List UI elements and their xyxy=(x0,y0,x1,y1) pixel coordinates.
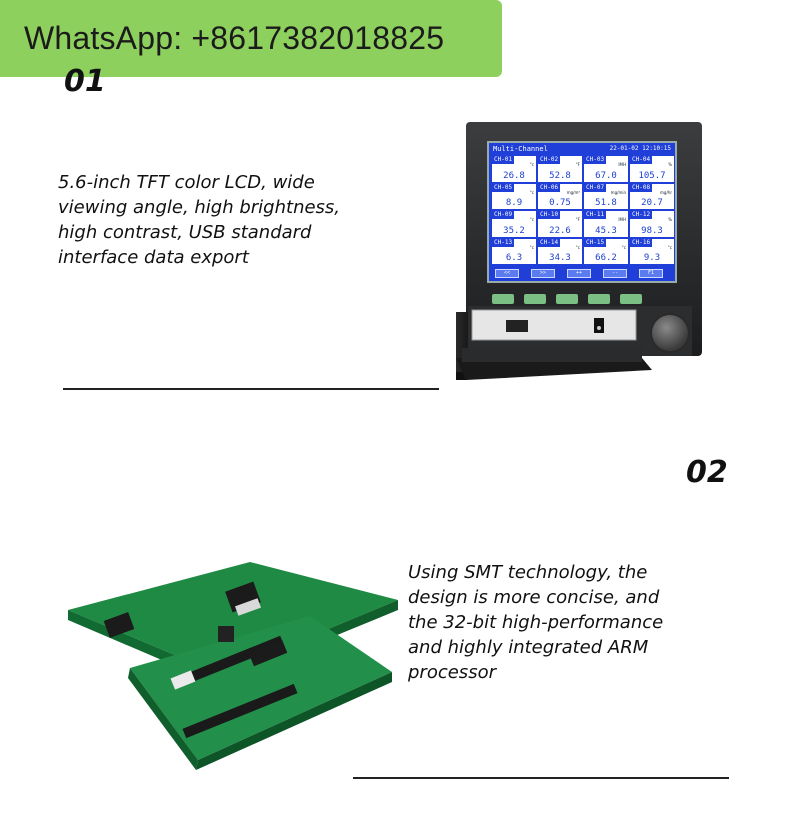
channel-value: 9.3 xyxy=(643,253,661,263)
whatsapp-banner: WhatsApp: +8617382018825 xyxy=(0,0,502,77)
circuit-board-image xyxy=(68,562,398,770)
channel-value: 26.8 xyxy=(503,170,525,181)
channel-label: CH-04 xyxy=(630,156,653,164)
channel-unit: °c xyxy=(575,244,580,250)
channel-value: 45.3 xyxy=(595,225,617,236)
whatsapp-text: WhatsApp: +8617382018825 xyxy=(24,20,445,56)
channel-label: CH-14 xyxy=(538,238,561,247)
channel-unit: °F xyxy=(575,162,580,167)
channel-cell: CH-14 °c 34.3 xyxy=(538,238,582,264)
section-2-line: Using SMT technology, the xyxy=(408,562,648,583)
channel-label: CH-10 xyxy=(538,211,561,219)
channel-value: 35.2 xyxy=(503,225,525,236)
hardware-button xyxy=(556,294,578,304)
channel-cell: CH-01 °c 26.8 xyxy=(492,156,536,182)
channel-value: 34.3 xyxy=(549,253,571,263)
channel-label: CH-09 xyxy=(492,211,515,219)
section-1-line: 5.6-inch TFT color LCD, wide xyxy=(58,172,315,193)
section-1-line: high contrast, USB standard xyxy=(58,222,312,243)
section-1-description: 5.6-inch TFT color LCD, wide viewing ang… xyxy=(58,170,340,270)
screen-datetime: 22-01-02 12:10:15 xyxy=(609,145,671,152)
channel-cell: CH-06 mg/m³ 0.75 xyxy=(538,183,582,209)
section-2-line: processor xyxy=(408,662,496,683)
channel-unit: °c xyxy=(667,244,672,250)
channel-unit: IMH xyxy=(618,217,626,222)
channel-value: 52.8 xyxy=(549,170,571,181)
channel-label: CH-05 xyxy=(492,183,515,192)
channel-cell: CH-13 °c 6.3 xyxy=(492,238,536,264)
channel-label: CH-08 xyxy=(630,183,653,192)
channel-label: CH-11 xyxy=(584,211,607,219)
channel-cell: CH-08 mg/hr 20.7 xyxy=(630,183,674,209)
channel-label: CH-03 xyxy=(584,156,607,164)
channel-value: 6.3 xyxy=(505,253,523,263)
channel-unit: °c xyxy=(529,244,534,250)
section-1-number: 01 xyxy=(64,64,106,98)
channel-value: 105.7 xyxy=(638,170,666,181)
section-2-divider xyxy=(353,777,729,779)
section-2-line: and highly integrated ARM xyxy=(408,637,649,658)
channel-unit: °c xyxy=(529,189,534,195)
hardware-button xyxy=(492,294,514,304)
softkey-label: F1 xyxy=(639,269,663,278)
section-2-line: the 32-bit high-performance xyxy=(408,612,664,633)
softkey-label: >> xyxy=(531,269,555,278)
channel-label: CH-01 xyxy=(492,156,515,164)
channel-cell: CH-16 °c 9.3 xyxy=(630,238,674,264)
section-1-line: interface data export xyxy=(58,247,249,268)
channel-value: 20.7 xyxy=(641,198,663,208)
channel-cell: CH-12% 98.3 xyxy=(630,211,674,237)
channel-cell: CH-15 °c 66.2 xyxy=(584,238,628,264)
channel-cell: CH-09 °c 35.2 xyxy=(492,211,536,237)
hardware-button xyxy=(524,294,546,304)
channel-value: 66.2 xyxy=(595,253,617,263)
lcd-screen: Multi-Channel 22-01-02 12:10:15 CH-01 °c 2… xyxy=(487,141,677,283)
channel-cell: CH-10 °F 22.6 xyxy=(538,211,582,237)
section-2-line: design is more concise, and xyxy=(408,587,660,608)
channel-unit: mg/min xyxy=(610,189,626,195)
channel-label: CH-15 xyxy=(584,238,607,247)
channel-label: CH-12 xyxy=(630,211,653,219)
channel-value: 98.3 xyxy=(641,225,663,236)
channel-value: 22.6 xyxy=(549,225,571,236)
softkey-label: << xyxy=(495,269,519,278)
channel-unit: % xyxy=(668,162,672,167)
channel-unit: IMH xyxy=(618,162,626,167)
channel-label: CH-07 xyxy=(584,183,607,192)
channel-label: CH-13 xyxy=(492,238,515,247)
softkey-label: ++ xyxy=(567,269,591,278)
rotary-knob-icon xyxy=(652,315,688,351)
channel-label: CH-06 xyxy=(538,183,561,192)
channel-value: 51.8 xyxy=(595,198,617,208)
channel-unit: mg/hr xyxy=(660,189,672,195)
channel-cell: CH-04%105.7 xyxy=(630,156,674,182)
channel-value: 8.9 xyxy=(505,198,523,208)
softkey-label: -- xyxy=(603,269,627,278)
channel-label: CH-02 xyxy=(538,156,561,164)
channel-unit: mg/m³ xyxy=(566,189,580,195)
channel-unit: °c xyxy=(529,217,534,222)
channel-unit: % xyxy=(668,217,672,222)
hardware-button xyxy=(588,294,610,304)
channel-unit: °F xyxy=(575,217,580,222)
channel-value: 67.0 xyxy=(595,170,617,181)
channel-unit: °c xyxy=(621,244,626,250)
screen-title: Multi-Channel xyxy=(493,145,548,153)
section-1-divider xyxy=(63,388,439,390)
channel-cell: CH-02 °F 52.8 xyxy=(538,156,582,182)
paperless-recorder-image: Multi-Channel 22-01-02 12:10:15 CH-01 °c 2… xyxy=(456,122,702,380)
hardware-button xyxy=(620,294,642,304)
channel-value: 0.75 xyxy=(549,198,571,208)
channel-label: CH-16 xyxy=(630,238,653,247)
section-2-number: 02 xyxy=(686,455,728,490)
channel-cell: CH-05 °c 8.9 xyxy=(492,183,536,209)
section-1-line: viewing angle, high brightness, xyxy=(58,197,341,218)
channel-unit: °c xyxy=(529,162,534,167)
section-2-description: Using SMT technology, the design is more… xyxy=(408,560,663,685)
